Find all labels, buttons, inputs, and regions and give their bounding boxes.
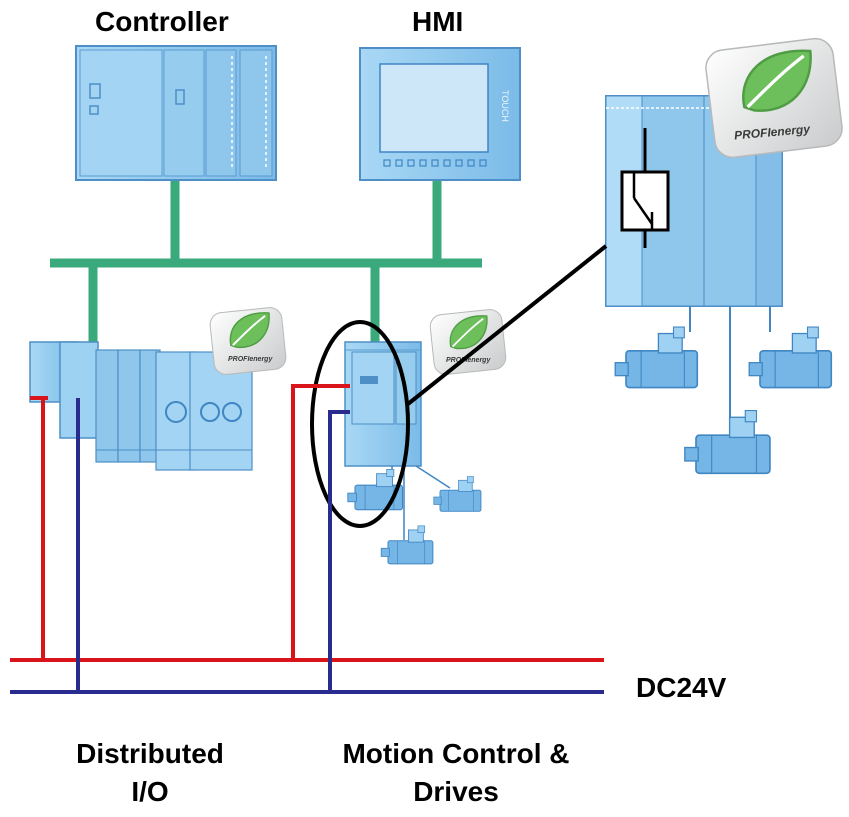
- motor-icon: [748, 326, 833, 389]
- distributed-io-label: Distributed I/O: [40, 738, 260, 808]
- motion-control-label-line1: Motion Control &: [342, 738, 570, 769]
- distributed-io-label-line2: I/O: [131, 776, 169, 807]
- hmi-label: HMI: [412, 6, 464, 37]
- highlight-callout: [310, 244, 608, 528]
- distributed-io-label-line1: Distributed: [76, 738, 224, 769]
- hmi-device[interactable]: TOUCH: [359, 47, 521, 181]
- controller-device[interactable]: [75, 45, 277, 181]
- badge-large-label: PROFIenergy: [734, 122, 812, 143]
- badge-dio-label: PROFIenergy: [228, 356, 273, 363]
- profienergy-badge-dio: PROFIenergy: [209, 307, 287, 375]
- motor-icon: [380, 525, 434, 565]
- dc24v-label: DC24V: [636, 672, 727, 703]
- motion-control-label: Motion Control & Drives: [286, 738, 626, 808]
- power-switch-symbol: [620, 128, 670, 248]
- controller-label: Controller: [95, 6, 229, 37]
- drive-detail-view: [605, 95, 833, 475]
- motor-icon: [347, 468, 404, 511]
- motion-control-label-line2: Drives: [413, 776, 499, 807]
- profienergy-badge-mc: PROFIenergy: [429, 309, 507, 375]
- hmi-screen-brand: TOUCH: [500, 90, 510, 122]
- drive-motors: [347, 465, 482, 565]
- motor-icon: [614, 326, 699, 389]
- profinet-bus: [50, 178, 482, 342]
- supply-wiring: [10, 384, 604, 694]
- motor-icon: [683, 409, 771, 475]
- badge-mc-label: PROFIenergy: [446, 357, 491, 364]
- profienergy-badge-large: PROFIenergy: [705, 37, 843, 159]
